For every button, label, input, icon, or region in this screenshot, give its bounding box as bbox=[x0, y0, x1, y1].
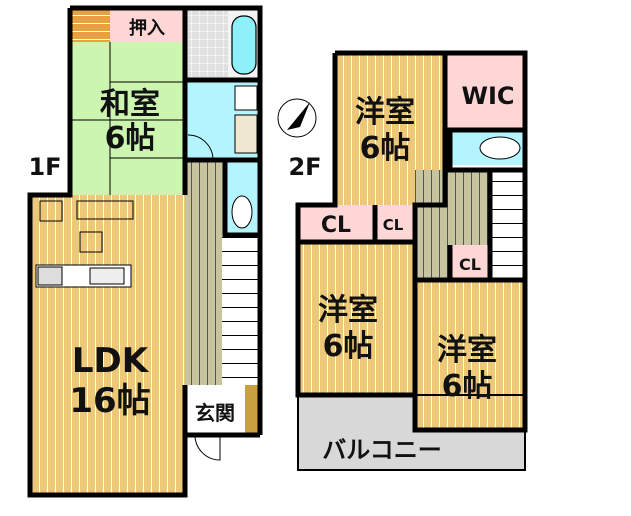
youshitsu-c-label: 洋室 bbox=[437, 333, 497, 368]
genkan-floor bbox=[185, 385, 245, 435]
shelf-icon bbox=[76, 200, 134, 220]
stove-icon bbox=[37, 266, 63, 286]
hallway-1f bbox=[185, 160, 225, 385]
youshitsu-a-label: 洋室 bbox=[355, 95, 415, 130]
door-swing bbox=[187, 134, 214, 161]
washbasin-icon bbox=[234, 114, 258, 154]
storage-box-icon bbox=[39, 200, 63, 222]
genkan-label: 玄関 bbox=[195, 401, 235, 425]
cl-a-closet bbox=[298, 205, 375, 242]
youshitsu-c-size: 6帖 bbox=[442, 369, 493, 404]
bathtub-icon bbox=[231, 15, 257, 75]
ldk-size: 16帖 bbox=[69, 381, 150, 421]
storage-box-icon bbox=[79, 231, 103, 253]
balcony bbox=[298, 395, 415, 470]
youshitsu-b-room bbox=[298, 242, 415, 395]
stairs-1f bbox=[222, 235, 260, 385]
toilet-icon bbox=[231, 195, 253, 229]
entrance-door-swing bbox=[194, 434, 221, 461]
toilet-icon bbox=[479, 136, 521, 160]
shoe-cabinet bbox=[245, 385, 260, 435]
balcony bbox=[415, 430, 525, 470]
ldk-label: LDK bbox=[72, 341, 150, 381]
bathroom-floor bbox=[185, 10, 228, 80]
balcony-label: バルコニー bbox=[322, 436, 442, 464]
floor-1: 1F 押入 和室 6帖 LDK 16帖 玄関 bbox=[27, 5, 263, 498]
wic-label: WIC bbox=[461, 82, 514, 110]
wic-closet bbox=[445, 55, 525, 130]
cl-b-closet bbox=[375, 205, 415, 242]
ldk-room bbox=[30, 195, 185, 495]
washitsu-size: 6帖 bbox=[105, 121, 156, 156]
floor-2: 2F 洋室 6帖 WIC CL CL CL 洋室 6帖 洋室 6帖 バルコニー bbox=[277, 50, 528, 471]
oshiire-label: 押入 bbox=[129, 17, 165, 39]
washitsu-room bbox=[70, 42, 185, 195]
cl-b-label: CL bbox=[383, 216, 404, 234]
floor-1-label: 1F bbox=[28, 153, 61, 181]
walls-1f bbox=[27, 5, 263, 498]
cl-a-label: CL bbox=[321, 213, 351, 238]
washing-machine-icon bbox=[234, 85, 258, 111]
cl-c-closet bbox=[450, 245, 490, 280]
youshitsu-c-room bbox=[415, 280, 525, 430]
oshiire-closet bbox=[110, 10, 185, 42]
floor-2-label: 2F bbox=[288, 153, 321, 181]
storage-area bbox=[70, 10, 110, 42]
cl-c-label: CL bbox=[459, 255, 481, 274]
youshitsu-a-size: 6帖 bbox=[360, 131, 411, 166]
sink-icon bbox=[89, 267, 125, 285]
north-arrow-icon bbox=[277, 98, 317, 138]
tatami-lines bbox=[70, 42, 185, 195]
youshitsu-b-label: 洋室 bbox=[318, 293, 378, 328]
stairs-2f bbox=[490, 170, 525, 280]
washitsu-label: 和室 bbox=[100, 87, 160, 122]
balcony-outline bbox=[297, 394, 526, 471]
youshitsu-b-size: 6帖 bbox=[323, 329, 374, 364]
